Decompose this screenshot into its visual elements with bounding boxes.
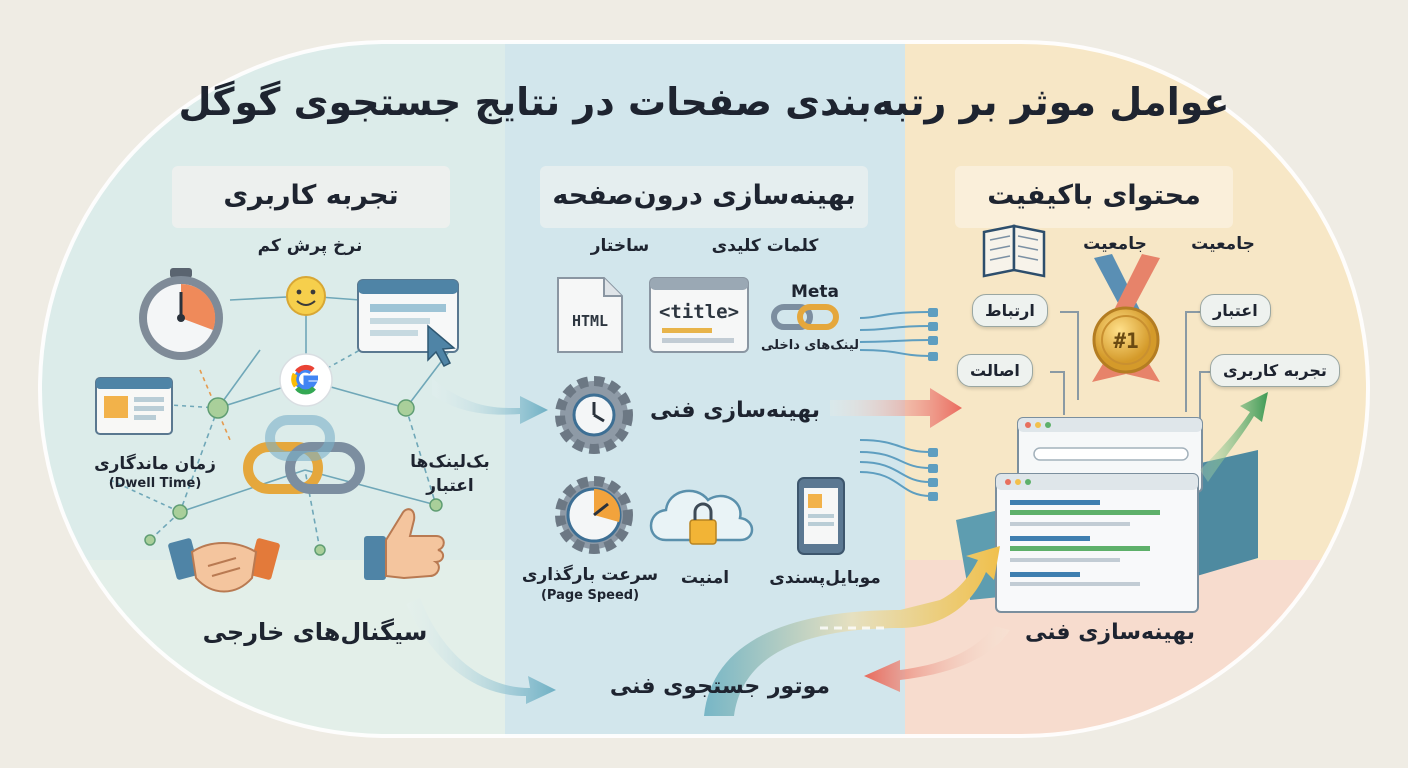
flow-arrow-up bbox=[704, 546, 1000, 716]
html-label: HTML bbox=[572, 312, 608, 330]
chain-link-icon bbox=[243, 415, 365, 494]
authority-label: اعتبار bbox=[426, 476, 474, 496]
originality-pill: اصالت bbox=[957, 354, 1033, 387]
meta-link-icon bbox=[771, 304, 839, 330]
medal-rank: #1 bbox=[1113, 329, 1138, 353]
speed-gauge-icon bbox=[555, 476, 633, 554]
onpage-heading: بهینه‌سازی درون‌صفحه bbox=[552, 180, 856, 211]
quality-content-heading: محتوای باکیفیت bbox=[987, 180, 1201, 211]
stopwatch-icon bbox=[139, 268, 223, 360]
technical-seo-right-label: بهینه‌سازی فنی bbox=[1024, 620, 1196, 645]
relevance-pill: ارتباط bbox=[972, 294, 1048, 327]
smiley-icon bbox=[286, 276, 326, 316]
meta-label: Meta bbox=[790, 282, 840, 302]
user-experience-pill: تجربه کاربری bbox=[1210, 354, 1340, 387]
bounce-rate-label: نرخ پرش کم bbox=[257, 236, 363, 256]
external-signals-label: سیگنال‌های خارجی bbox=[202, 618, 428, 646]
internal-links-label: لینک‌های داخلی bbox=[760, 338, 860, 353]
flow-arrow-right bbox=[432, 378, 548, 424]
google-icon bbox=[279, 353, 333, 407]
gear-clock-icon bbox=[555, 376, 633, 454]
dwell-time-label: زمان ماندگاری bbox=[94, 454, 216, 474]
comprehensiveness-label-1: جامعیت bbox=[1083, 234, 1147, 254]
browser-window-icon bbox=[357, 279, 459, 367]
connector-lines bbox=[859, 311, 931, 497]
page-title: عوامل موثر بر رتبه‌بندی صفحات در نتایج ج… bbox=[178, 80, 1230, 124]
title-tag-icon: <title> bbox=[649, 277, 749, 353]
cloud-lock-icon bbox=[649, 489, 754, 545]
growth-arrow bbox=[1200, 392, 1268, 482]
keywords-label: کلمات کلیدی bbox=[711, 236, 819, 256]
thumbs-up-icon bbox=[364, 508, 445, 580]
comprehensiveness-label-2: جامعیت bbox=[1191, 234, 1255, 254]
ux-heading: تجربه کاربری bbox=[223, 180, 399, 211]
flow-arrow-back bbox=[864, 626, 1010, 692]
dwell-time-en-label: (Dwell Time) bbox=[108, 476, 202, 491]
flow-arrow-down bbox=[406, 598, 556, 704]
page-speed-en-label: (Page Speed) bbox=[540, 588, 640, 603]
technical-engine-label: موتور جستجوی فنی bbox=[609, 674, 830, 699]
structure-label: ساختار bbox=[590, 236, 650, 256]
handshake-icon bbox=[168, 538, 280, 593]
search-results-graphic bbox=[956, 417, 1258, 613]
technical-seo-label: بهینه‌سازی فنی bbox=[649, 398, 821, 423]
page-speed-label: سرعت بارگذاری bbox=[521, 565, 659, 585]
title-tag-label: <title> bbox=[659, 301, 739, 323]
security-label: امنیت bbox=[680, 568, 730, 588]
webpage-icon bbox=[95, 377, 173, 435]
mobile-friendly-label: موبایل‌پسندی bbox=[769, 568, 881, 588]
authority-pill: اعتبار bbox=[1200, 294, 1271, 327]
flow-arrow-red bbox=[830, 388, 962, 428]
mobile-phone-icon bbox=[797, 477, 845, 555]
open-book-icon bbox=[982, 224, 1046, 278]
backlinks-label: بک‌لینک‌ها bbox=[410, 452, 490, 472]
html-file-icon: HTML bbox=[557, 277, 623, 353]
gold-medal-icon: #1 bbox=[1092, 254, 1160, 382]
